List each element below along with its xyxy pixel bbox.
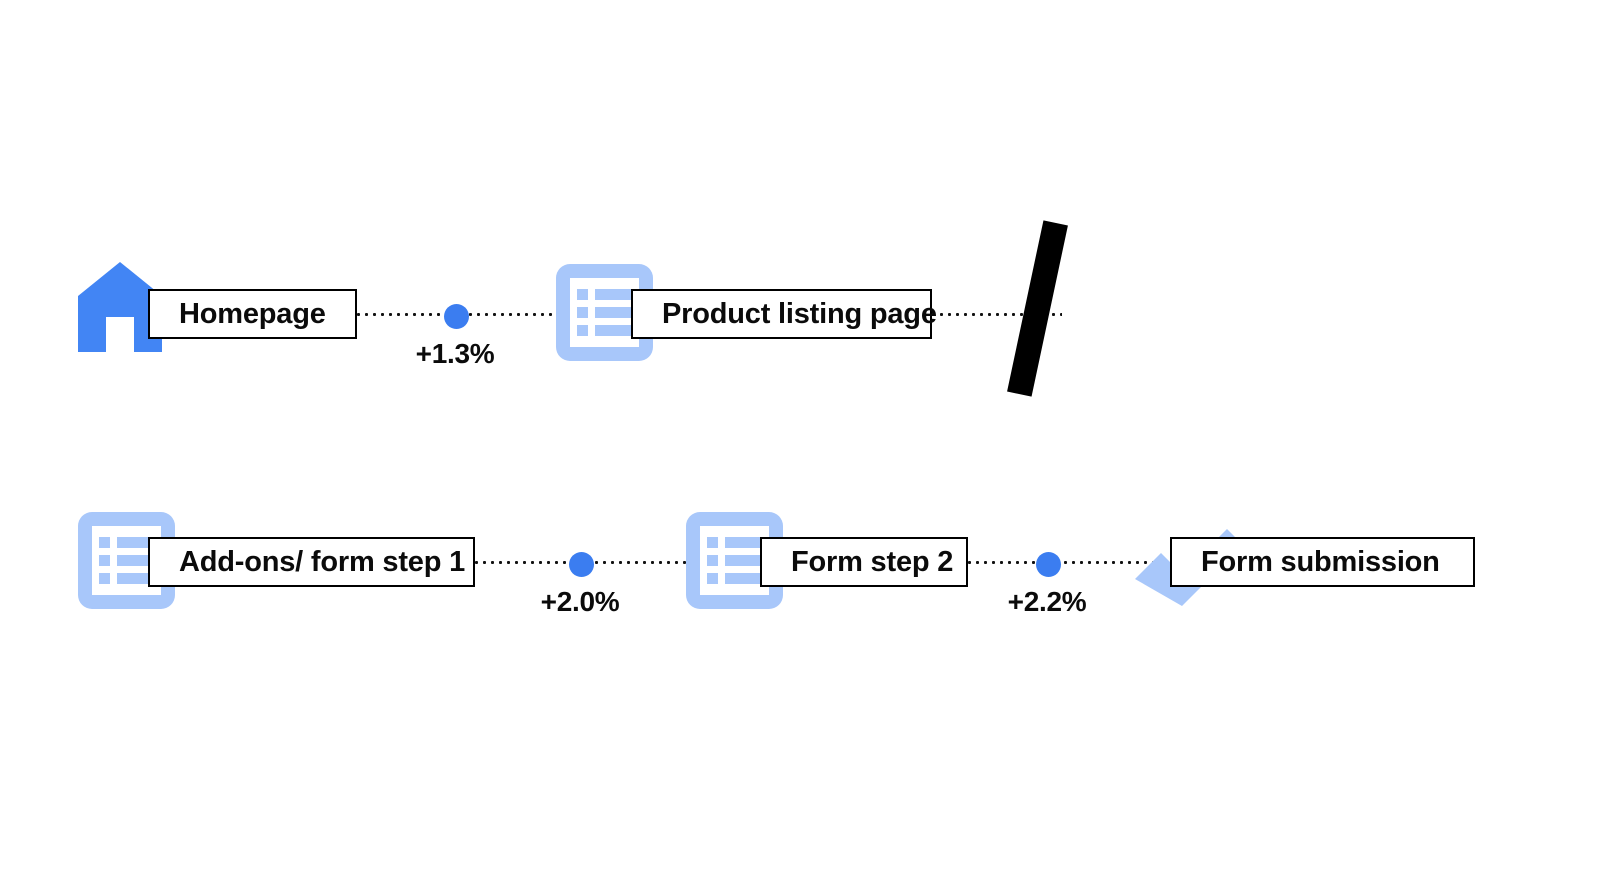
- metric-dot: [569, 552, 594, 577]
- node-product-listing-page-label: Product listing page: [662, 297, 937, 330]
- metric-homepage-to-plp: +1.3%: [380, 295, 530, 385]
- node-form-step-2-label: Form step 2: [791, 545, 954, 578]
- node-add-ons-form-step-1-label: Add-ons/ form step 1: [179, 545, 466, 578]
- metric-dot: [1036, 552, 1061, 577]
- node-form-step-2[interactable]: Form step 2: [760, 537, 968, 587]
- metric-dot: [444, 304, 469, 329]
- metric-step2-to-submission: +2.2%: [972, 543, 1122, 633]
- node-add-ons-form-step-1[interactable]: Add-ons/ form step 1: [148, 537, 475, 587]
- node-form-submission[interactable]: Form submission: [1170, 537, 1475, 587]
- metric-value: +2.0%: [540, 586, 620, 617]
- node-homepage[interactable]: Homepage: [148, 289, 357, 339]
- metric-value: +1.3%: [415, 338, 495, 369]
- list-document-icon: [556, 264, 653, 361]
- node-homepage-label: Homepage: [179, 297, 326, 330]
- list-document-icon: [686, 512, 783, 609]
- connector-product-listing-to-next: [932, 313, 1062, 317]
- node-product-listing-page[interactable]: Product listing page: [631, 289, 937, 339]
- node-form-submission-label: Form submission: [1201, 545, 1440, 578]
- house-icon: [78, 262, 162, 352]
- metric-value: +2.2%: [1007, 586, 1087, 617]
- diagonal-slash-icon: [1007, 220, 1068, 397]
- metric-addons-to-step2: +2.0%: [505, 543, 655, 633]
